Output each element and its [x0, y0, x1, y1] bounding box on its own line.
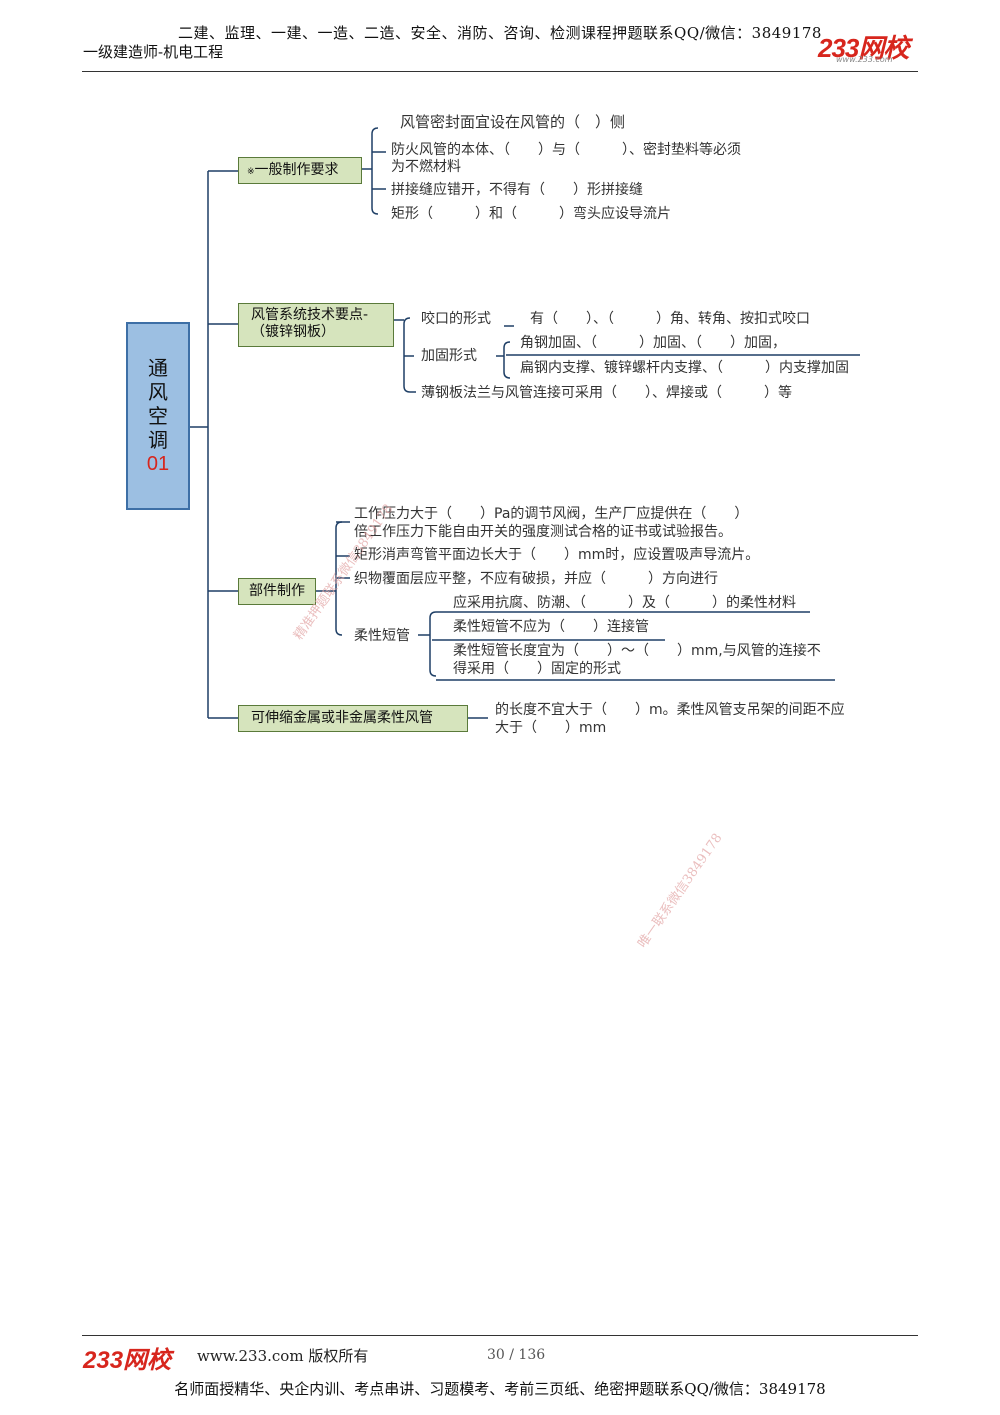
root-char-3: 空 [148, 404, 168, 428]
root-char-1: 通 [148, 356, 168, 380]
b3-flex-2: 柔性短管不应为（ ）连接管 [453, 619, 649, 635]
b2-bite-label: 咬口的形式 [421, 311, 491, 327]
b1-item-2-cont: 为不燃材料 [391, 159, 461, 175]
branch-label-line2: （镀锌钢板） [251, 324, 335, 340]
marker-icon: ※ [247, 167, 255, 177]
branch-duct-system-points: 风管系统技术要点- （镀锌钢板） [238, 303, 394, 347]
b3-flex-label: 柔性短管 [354, 628, 410, 644]
b2-flange-text: 薄钢板法兰与风管连接可采用（ ）、焊接或（ ）等 [421, 385, 792, 401]
b2-bite-text: 有（ ）、（ ）角、转角、按扣式咬口 [530, 311, 810, 327]
footer-brand-logo: 233网校 [83, 1347, 172, 1374]
branch-component-fabrication: 部件制作 [238, 578, 316, 605]
branch-label-line1: 风管系统技术要点- [251, 307, 369, 323]
b3-item3: 织物覆面层应平整，不应有破损，并应（ ）方向进行 [354, 571, 718, 587]
b3-item1-line1: 工作压力大于（ ）Pa的调节风阀，生产厂应提供在（ ） [354, 506, 749, 522]
header-rule [82, 71, 918, 72]
header-promo-line: 二建、监理、一建、一造、二造、安全、消防、咨询、检测课程押题联系QQ/微信：38… [178, 24, 822, 42]
b4-text-line1: 的长度不宜大于（ ）m。柔性风管支吊架的间距不应 [495, 702, 845, 718]
document-subtitle: 一级建造师-机电工程 [83, 43, 224, 61]
brand-logo-url: www.233.com [836, 55, 893, 64]
b2-reinforce-1: 角钢加固、（ ）加固、（ ）加固， [520, 335, 786, 351]
b1-item-4: 矩形（ ）和（ ）弯头应设导流片 [391, 206, 671, 222]
branch-label: 一般制作要求 [254, 162, 339, 178]
brand-logo: 233网校 [818, 33, 909, 63]
b1-item-1: 风管密封面宜设在风管的（ ）侧 [400, 113, 626, 131]
root-number: 01 [146, 453, 170, 475]
root-char-4: 调 [148, 428, 168, 452]
b3-flex-3-line2: 得采用（ ）固定的形式 [453, 661, 621, 677]
b3-item1-line2: 倍工作压力下能自由开关的强度测试合格的证书或试验报告。 [354, 524, 732, 540]
watermark-2: 唯一联系微信3849178 [635, 830, 726, 951]
page-number: 30 / 136 [487, 1347, 546, 1363]
b3-flex-3-line1: 柔性短管长度宜为（ ）～（ ）mm,与风管的连接不 [453, 643, 821, 659]
branch-label: 可伸缩金属或非金属柔性风管 [251, 710, 433, 726]
footer-rule [82, 1335, 918, 1336]
branch-label: 部件制作 [249, 583, 305, 599]
root-node-hvac: 通 风 空 调 01 [126, 322, 190, 510]
root-char-2: 风 [148, 380, 168, 404]
branch-flexible-duct: 可伸缩金属或非金属柔性风管 [238, 705, 468, 732]
b3-item2: 矩形消声弯管平面边长大于（ ）mm时，应设置吸声导流片。 [354, 547, 760, 563]
b4-text-line2: 大于（ ）mm [495, 720, 607, 736]
b2-reinforce-2: 扁钢内支撑、镀锌螺杆内支撑、（ ）内支撑加固 [520, 360, 849, 376]
b2-reinforce-label: 加固形式 [421, 348, 477, 364]
b3-flex-1: 应采用抗腐、防潮、（ ）及（ ）的柔性材料 [453, 595, 796, 611]
b1-item-2: 防火风管的本体、（ ）与（ ）、密封垫料等必须 [391, 142, 741, 158]
branch-general-requirements: ※一般制作要求 [238, 157, 362, 184]
mindmap-connectors [190, 127, 860, 719]
footer-site-copyright: www.233.com 版权所有 [197, 1347, 369, 1365]
b1-item-3: 拼接缝应错开，不得有（ ）形拼接缝 [391, 182, 643, 198]
footer-promo-line: 名师面授精华、央企内训、考点串讲、习题模考、考前三页纸、绝密押题联系QQ/微信：… [174, 1380, 826, 1398]
